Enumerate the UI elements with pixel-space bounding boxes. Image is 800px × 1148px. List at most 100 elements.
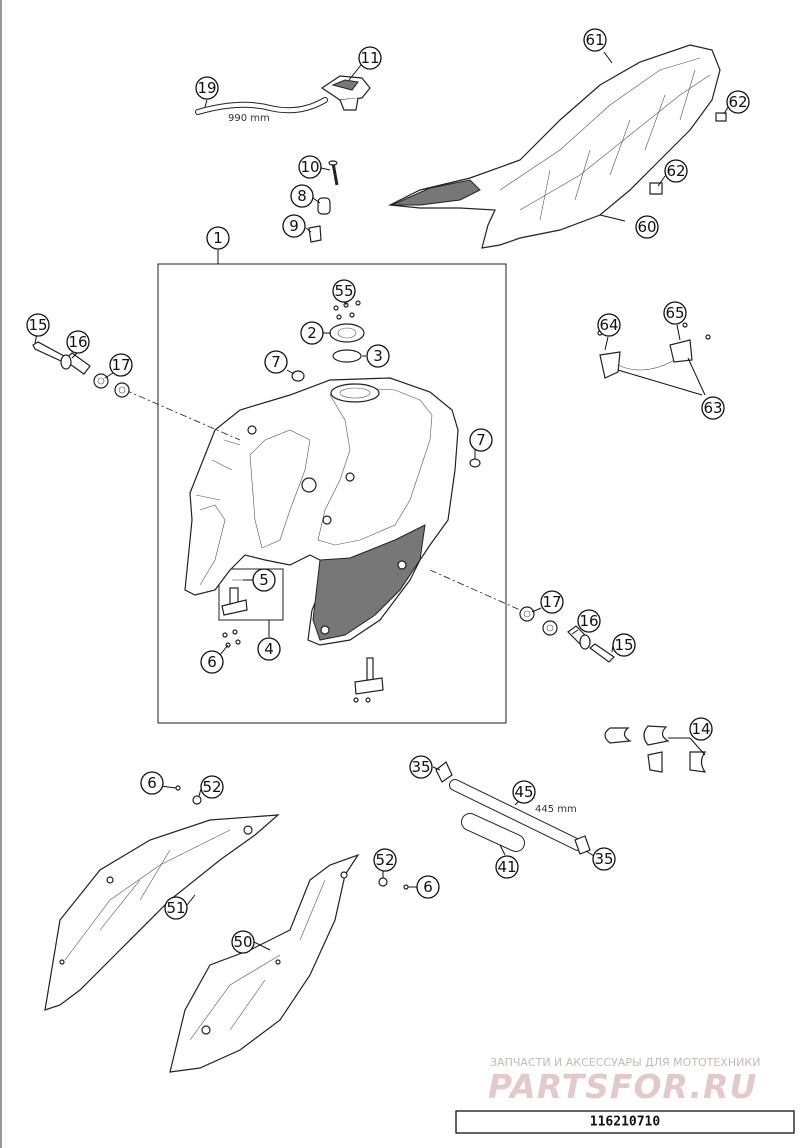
grommet-7 bbox=[291, 370, 481, 468]
callout-55: 55 bbox=[332, 279, 356, 303]
callout-63: 63 bbox=[701, 396, 725, 420]
callout-4: 4 bbox=[257, 637, 281, 661]
callout-65: 65 bbox=[663, 301, 687, 325]
svg-text:35: 35 bbox=[594, 850, 613, 868]
fuel-tank bbox=[184, 377, 459, 646]
callout-35-bottom: 35 bbox=[592, 847, 616, 871]
svg-text:6: 6 bbox=[147, 774, 157, 792]
callout-11: 11 bbox=[358, 46, 382, 70]
svg-text:3: 3 bbox=[373, 347, 383, 365]
svg-text:7: 7 bbox=[476, 431, 486, 449]
side-cover-51 bbox=[44, 814, 280, 1011]
hose-41 bbox=[461, 813, 525, 852]
svg-text:2: 2 bbox=[307, 324, 317, 342]
screw-10 bbox=[328, 160, 339, 186]
svg-text:10: 10 bbox=[300, 158, 319, 176]
callout-52-right: 52 bbox=[373, 848, 397, 872]
fuel-cock-subframe bbox=[218, 568, 284, 621]
spacer-8 bbox=[317, 197, 331, 215]
callout-9: 9 bbox=[282, 214, 306, 238]
svg-text:7: 7 bbox=[271, 353, 281, 371]
callout-60: 60 bbox=[635, 215, 659, 239]
svg-text:52: 52 bbox=[375, 851, 394, 869]
bush-16-left bbox=[60, 352, 91, 375]
svg-text:61: 61 bbox=[585, 31, 604, 49]
svg-text:19: 19 bbox=[197, 79, 216, 97]
callout-64: 64 bbox=[597, 313, 621, 337]
seat-lock bbox=[597, 322, 711, 379]
fuel-cap bbox=[320, 75, 371, 111]
callout-50: 50 bbox=[231, 930, 255, 954]
svg-text:50: 50 bbox=[233, 933, 252, 951]
svg-text:15: 15 bbox=[28, 316, 47, 334]
fuel-cock bbox=[221, 579, 248, 648]
callout-6-tank: 6 bbox=[200, 650, 224, 674]
svg-text:16: 16 bbox=[68, 333, 87, 351]
callout-52-left: 52 bbox=[200, 775, 224, 799]
side-cover-50 bbox=[169, 853, 360, 1073]
damper-62b bbox=[649, 182, 663, 195]
bolt-15-left bbox=[32, 341, 65, 362]
callout-51: 51 bbox=[164, 896, 188, 920]
clips-14 bbox=[604, 725, 707, 773]
svg-text:11: 11 bbox=[360, 49, 379, 67]
clamp-35-top bbox=[435, 761, 453, 783]
hose-45 bbox=[449, 779, 584, 851]
callout-62-bottom: 62 bbox=[664, 159, 688, 183]
rubber-17-left-a bbox=[93, 373, 109, 389]
svg-text:15: 15 bbox=[614, 636, 633, 654]
washer-52a bbox=[175, 785, 202, 805]
svg-text:55: 55 bbox=[334, 282, 353, 300]
fuel-pump-flange bbox=[329, 323, 365, 343]
svg-text:63: 63 bbox=[703, 399, 722, 417]
callout-7-right: 7 bbox=[469, 428, 493, 452]
damper-62a bbox=[715, 112, 727, 122]
drawing-number: 116210710 bbox=[590, 1115, 661, 1130]
svg-text:5: 5 bbox=[259, 571, 269, 589]
breather-hose-length: 990 mm bbox=[228, 113, 270, 124]
callout-16-left: 16 bbox=[66, 330, 90, 354]
callout-61: 61 bbox=[583, 28, 607, 52]
svg-text:8: 8 bbox=[297, 187, 307, 205]
bolt-15-right bbox=[589, 643, 615, 663]
callout-5: 5 bbox=[252, 568, 276, 592]
tank-assembly-frame bbox=[157, 263, 507, 724]
callout-3: 3 bbox=[366, 344, 390, 368]
callout-6-cover-right: 6 bbox=[416, 875, 440, 899]
callout-62-top: 62 bbox=[726, 90, 750, 114]
svg-text:6: 6 bbox=[207, 653, 217, 671]
callout-10: 10 bbox=[298, 155, 322, 179]
rubber-17-right-a bbox=[519, 606, 535, 622]
screws-55 bbox=[333, 300, 361, 320]
svg-text:62: 62 bbox=[728, 93, 747, 111]
callout-14: 14 bbox=[689, 717, 713, 741]
svg-text:45: 45 bbox=[514, 783, 533, 801]
callout-6-cover-left: 6 bbox=[140, 771, 164, 795]
callout-16-right: 16 bbox=[577, 609, 601, 633]
svg-text:17: 17 bbox=[542, 593, 561, 611]
svg-text:6: 6 bbox=[423, 878, 433, 896]
rubber-17-right-b bbox=[542, 620, 558, 636]
clamp-35-bottom bbox=[574, 835, 591, 855]
hose-length: 445 mm bbox=[535, 804, 577, 815]
svg-text:51: 51 bbox=[166, 899, 185, 917]
callout-7-left: 7 bbox=[264, 350, 288, 374]
washer-52b bbox=[378, 877, 409, 890]
svg-text:64: 64 bbox=[599, 316, 618, 334]
callout-8: 8 bbox=[290, 184, 314, 208]
nut-9 bbox=[308, 225, 322, 243]
fuel-cock-lower bbox=[353, 657, 384, 703]
svg-text:17: 17 bbox=[111, 356, 130, 374]
callout-15-left: 15 bbox=[26, 313, 50, 337]
svg-text:62: 62 bbox=[666, 162, 685, 180]
callout-41: 41 bbox=[495, 855, 519, 879]
svg-text:14: 14 bbox=[691, 720, 710, 738]
seat bbox=[387, 44, 721, 249]
callout-15-right: 15 bbox=[612, 633, 636, 657]
svg-text:4: 4 bbox=[264, 640, 274, 658]
flange-gasket bbox=[332, 349, 362, 363]
drawing-number-box bbox=[455, 1110, 795, 1134]
callout-35-top: 35 bbox=[409, 755, 433, 779]
callout-2: 2 bbox=[300, 321, 324, 345]
